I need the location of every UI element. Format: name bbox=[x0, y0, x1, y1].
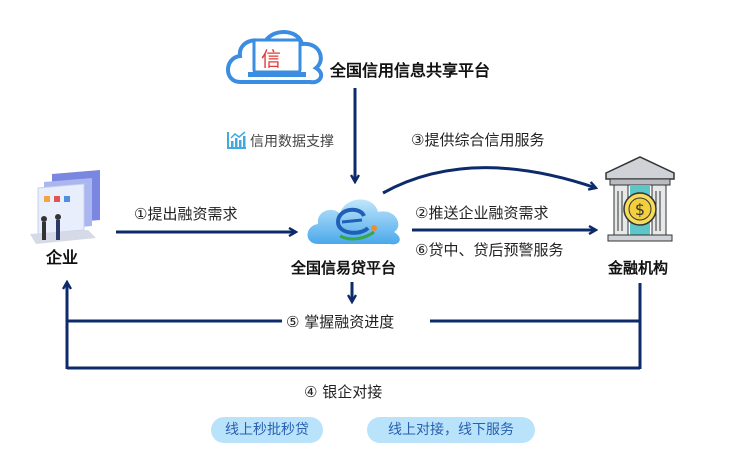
enterprise-node bbox=[22, 168, 102, 246]
bank-coin-icon: $ bbox=[605, 156, 675, 242]
step1-label: ①提出融资需求 bbox=[134, 205, 238, 223]
step6-label: ⑥贷中、贷后预警服务 bbox=[415, 241, 564, 259]
enterprise-laptop-icon bbox=[30, 170, 100, 244]
credit-platform-node: 信 bbox=[222, 24, 328, 86]
loan-platform-node bbox=[304, 192, 404, 248]
financial-institution-label: 金融机构 bbox=[608, 259, 669, 277]
chart-icon bbox=[226, 130, 248, 154]
step2-label: ②推送企业融资需求 bbox=[415, 204, 549, 222]
step4-label: ④ 银企对接 bbox=[304, 383, 383, 401]
tag-instant-loan: 线上秒批秒贷 bbox=[211, 417, 323, 443]
tag-online-offline-service: 线上对接，线下服务 bbox=[367, 417, 535, 443]
arrow-step3 bbox=[382, 166, 596, 195]
step5-label: ⑤ 掌握融资进度 bbox=[286, 313, 395, 331]
svg-text:$: $ bbox=[635, 200, 645, 219]
cloud-e-icon bbox=[307, 199, 400, 245]
cloud-laptop-icon bbox=[226, 30, 324, 85]
enterprise-label: 企业 bbox=[46, 248, 79, 267]
credit-icon-char: 信 bbox=[261, 47, 281, 71]
loan-platform-label: 全国信易贷平台 bbox=[291, 259, 397, 277]
step3-label: ③提供综合信用服务 bbox=[411, 131, 545, 149]
credit-platform-label: 全国信用信息共享平台 bbox=[330, 61, 491, 80]
financial-institution-node: $ bbox=[602, 151, 678, 247]
credit-data-support-label: 信用数据支撑 bbox=[250, 134, 334, 150]
